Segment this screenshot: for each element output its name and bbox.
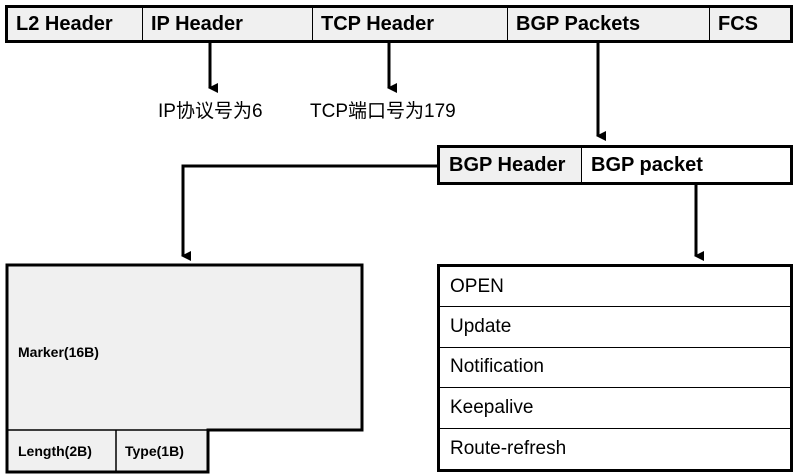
bgp-message-types: OPEN Update Notification Keepalive Route… [437, 264, 793, 472]
message-type-label: OPEN [450, 275, 504, 297]
message-type-open: OPEN [440, 267, 790, 308]
l2-header-label: L2 Header [16, 12, 113, 35]
message-type-route-refresh: Route-refresh [440, 429, 790, 469]
type-field: Type(1B) [125, 443, 184, 459]
message-type-keepalive: Keepalive [440, 388, 790, 429]
bgp-packet-cell: BGP packet [582, 148, 790, 182]
packet-field-fcs: FCS [710, 8, 790, 40]
ip-protocol-note: IP协议号为6 [158, 101, 263, 122]
ip-header-label: IP Header [151, 12, 243, 35]
packet-field-bgp-packets: BGP Packets [508, 8, 710, 40]
message-type-update: Update [440, 307, 790, 348]
packet-field-ip-header: IP Header [143, 8, 313, 40]
tcp-port-note: TCP端口号为179 [310, 101, 456, 122]
message-type-label: Keepalive [450, 396, 534, 418]
message-type-label: Update [450, 316, 512, 338]
marker-field: Marker(16B) [18, 344, 99, 360]
message-type-label: Notification [450, 356, 544, 378]
bgp-packet-structure: BGP Header BGP packet [437, 145, 793, 185]
message-type-label: Route-refresh [450, 437, 567, 459]
packet-field-tcp-header: TCP Header [313, 8, 508, 40]
message-type-notification: Notification [440, 348, 790, 389]
fcs-label: FCS [718, 12, 758, 35]
arrow-bgp-header [181, 164, 437, 261]
bgp-header-format-box [5, 263, 364, 474]
bgp-packet-label: BGP packet [591, 153, 703, 176]
length-field: Length(2B) [18, 443, 92, 459]
packet-field-l2-header: L2 Header [8, 8, 143, 40]
bgp-header-cell: BGP Header [440, 148, 582, 182]
tcp-header-label: TCP Header [321, 12, 435, 35]
bgp-header-label: BGP Header [449, 153, 566, 176]
packet-structure: L2 Header IP Header TCP Header BGP Packe… [5, 5, 793, 43]
bgp-packets-label: BGP Packets [516, 12, 641, 35]
